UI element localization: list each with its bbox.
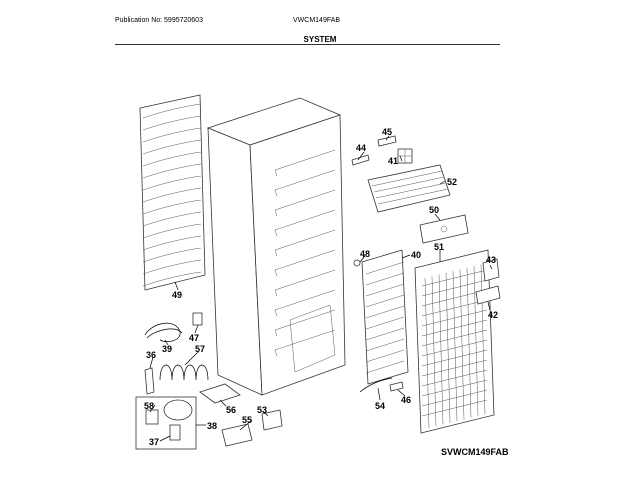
wire-harness-39[interactable] — [144, 322, 183, 342]
callout-52: 52 — [447, 177, 457, 187]
callout-40: 40 — [411, 250, 421, 260]
callout-57: 57 — [195, 344, 205, 354]
screw-48[interactable] — [353, 259, 361, 267]
callout-49: 49 — [172, 290, 182, 300]
clip-part-45[interactable] — [377, 135, 397, 147]
condenser-coil[interactable] — [139, 94, 206, 291]
callout-44: 44 — [356, 143, 366, 153]
callout-48: 48 — [360, 249, 370, 259]
callout-56: 56 — [226, 405, 236, 415]
control-box-55[interactable] — [221, 423, 253, 447]
heater-loop-57[interactable] — [159, 364, 209, 381]
compressor-assembly[interactable] — [135, 396, 197, 450]
thermostat-47[interactable] — [192, 312, 203, 326]
tube-54[interactable] — [359, 377, 393, 393]
drain-tube-36[interactable] — [144, 367, 155, 395]
callout-37: 37 — [149, 437, 159, 447]
callout-36: 36 — [146, 350, 156, 360]
callout-45: 45 — [382, 127, 392, 137]
callout-42: 42 — [488, 310, 498, 320]
cabinet[interactable] — [206, 97, 346, 396]
publication-number: Publication No: 5995720603 — [115, 17, 203, 24]
part-43[interactable] — [482, 258, 500, 282]
clip-part-44[interactable] — [351, 154, 370, 166]
callout-53: 53 — [257, 405, 267, 415]
section-title: SYSTEM — [303, 35, 337, 44]
leader-lines — [149, 135, 493, 442]
drain-tray-56[interactable] — [199, 383, 241, 404]
cover-panel-50[interactable] — [419, 214, 469, 244]
model-number: VWCM149FAB — [293, 17, 341, 24]
callout-46: 46 — [401, 395, 411, 405]
callout-51: 51 — [434, 242, 444, 252]
callout-47: 47 — [189, 333, 199, 343]
callout-50: 50 — [429, 205, 439, 215]
callout-41: 41 — [388, 156, 398, 166]
callout-58: 58 — [144, 401, 154, 411]
callout-54: 54 — [375, 401, 385, 411]
evaporator-40[interactable] — [361, 249, 409, 385]
callout-labels: 44 45 41 52 50 48 51 40 43 42 49 47 39 3… — [144, 127, 498, 447]
sensor-46[interactable] — [389, 381, 404, 392]
callout-38: 38 — [207, 421, 217, 431]
part-42[interactable] — [475, 285, 501, 305]
diagram-code: SVWCM149FAB — [441, 447, 509, 457]
header-rule — [115, 44, 500, 45]
back-panel-51[interactable] — [414, 249, 495, 434]
callout-43: 43 — [486, 255, 496, 265]
callout-39: 39 — [162, 344, 172, 354]
evaporator-shroud[interactable] — [367, 164, 451, 213]
callout-55: 55 — [242, 415, 252, 425]
